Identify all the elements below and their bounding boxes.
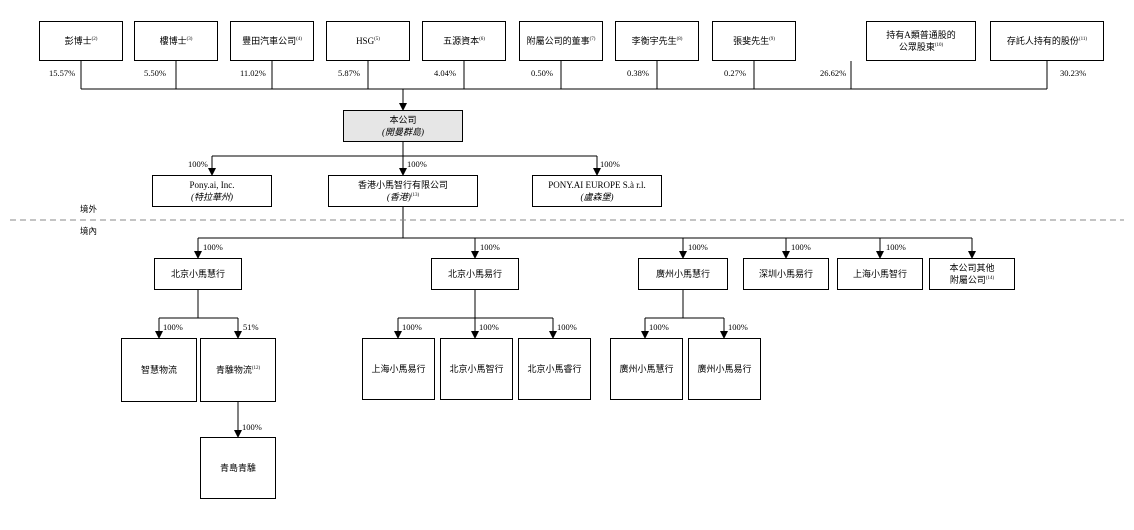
- pct-sz-yixing: 100%: [791, 242, 811, 252]
- pct-gz-huixing: 100%: [688, 242, 708, 252]
- pct-smart-logistics: 100%: [163, 322, 183, 332]
- pct-sh-yixing: 100%: [402, 322, 422, 332]
- pct-gz-yixing: 100%: [728, 322, 748, 332]
- pct-peng: 15.57%: [49, 68, 76, 78]
- pct-pony-inc: 100%: [188, 159, 208, 169]
- shareholder-5y-capital: 五源資本(6): [422, 21, 506, 61]
- shareholder-hsg: HSG(5): [326, 21, 410, 61]
- pct-lou: 5.50%: [144, 68, 166, 78]
- shareholder-depositary: 存託人持有的股份(11): [990, 21, 1104, 61]
- pct-sh-zhixing: 100%: [886, 242, 906, 252]
- shareholder-public-class-a: 持有A類普通股的 公眾股東(10): [866, 21, 976, 61]
- pct-bj-ruixing: 100%: [557, 322, 577, 332]
- sz-yixing-box: 深圳小馬易行: [743, 258, 829, 290]
- qingzhui-logistics-box: 青騅物流(12): [200, 338, 276, 402]
- pct-zhang-fei: 0.27%: [724, 68, 746, 78]
- pct-gz-huixing-sub: 100%: [649, 322, 669, 332]
- gz-huixing-box: 廣州小馬慧行: [638, 258, 728, 290]
- pct-li-hengyu: 0.38%: [627, 68, 649, 78]
- shareholder-zhang-fei: 張斐先生(9): [712, 21, 796, 61]
- shareholder-subsidiary-directors: 附屬公司的董事(7): [519, 21, 603, 61]
- sh-yixing-box: 上海小馬易行: [362, 338, 435, 400]
- pct-qingzhui: 51%: [243, 322, 259, 332]
- pct-hk-pony: 100%: [407, 159, 427, 169]
- hk-pony-box: 香港小馬智行有限公司 (香港)(13): [328, 175, 478, 207]
- pony-europe-box: PONY.AI EUROPE S.à r.l. (盧森堡): [532, 175, 662, 207]
- onshore-label: 境內: [80, 226, 98, 236]
- pct-pony-europe: 100%: [600, 159, 620, 169]
- pct-5y-capital: 4.04%: [434, 68, 456, 78]
- shareholder-toyota: 豐田汽車公司(4): [230, 21, 314, 61]
- bj-zhixing-box: 北京小馬智行: [440, 338, 513, 400]
- bj-yixing-box: 北京小馬易行: [431, 258, 519, 290]
- pct-qingdao-qingzhui: 100%: [242, 422, 262, 432]
- qingdao-qingzhui-box: 青島青騅: [200, 437, 276, 499]
- other-subsidiaries-box: 本公司其他 附屬公司(14): [929, 258, 1015, 290]
- pct-public-class-a: 26.62%: [820, 68, 847, 78]
- pct-bj-huixing: 100%: [203, 242, 223, 252]
- pct-toyota: 11.02%: [240, 68, 266, 78]
- pct-bj-zhixing: 100%: [479, 322, 499, 332]
- shareholder-li-hengyu: 李衡宇先生(8): [615, 21, 699, 61]
- shareholder-lou: 樓博士(3): [134, 21, 218, 61]
- bj-ruixing-box: 北京小馬睿行: [518, 338, 591, 400]
- company-box: 本公司 (開曼群島): [343, 110, 463, 142]
- bj-huixing-box: 北京小馬慧行: [154, 258, 242, 290]
- pct-depositary: 30.23%: [1060, 68, 1087, 78]
- pct-hsg: 5.87%: [338, 68, 360, 78]
- sh-zhixing-box: 上海小馬智行: [837, 258, 923, 290]
- smart-logistics-box: 智慧物流: [121, 338, 197, 402]
- gz-huixing-sub-box: 廣州小馬慧行: [610, 338, 683, 400]
- shareholder-peng: 彭博士(2): [39, 21, 123, 61]
- offshore-label: 境外: [80, 204, 98, 214]
- pony-inc-box: Pony.ai, Inc. (特拉華州): [152, 175, 272, 207]
- pct-bj-yixing: 100%: [480, 242, 500, 252]
- pct-subsidiary-directors: 0.50%: [531, 68, 553, 78]
- gz-yixing-box: 廣州小馬易行: [688, 338, 761, 400]
